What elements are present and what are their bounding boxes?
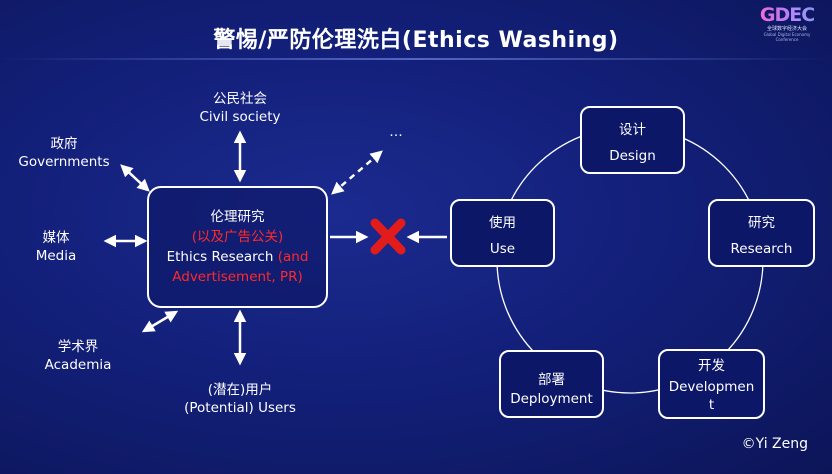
deploy-zh: 部署 <box>538 372 565 388</box>
label-more: … <box>389 124 403 140</box>
research-zh: 研究 <box>748 215 775 231</box>
media-zh: 媒体 <box>42 230 70 246</box>
ethics-en-red-2: Advertisement, PR) <box>172 269 303 285</box>
ethics-title-zh: 伦理研究 <box>210 209 265 225</box>
governments-en: Governments <box>18 154 110 170</box>
arrow-more-dashed <box>331 150 383 195</box>
design-en: Design <box>609 148 656 164</box>
arrow-governments <box>120 164 150 192</box>
label-civil-society: 公民社会 Civil society <box>180 90 300 126</box>
ethics-en-line: Ethics Research (and <box>167 247 309 267</box>
author-credit: ©Yi Zeng <box>741 436 808 452</box>
gdec-logo: GDEC 全球数字经济大会 Global Digital Economy Con… <box>756 4 818 42</box>
ethics-en-red-1: (and <box>277 249 309 265</box>
label-media: 媒体 Media <box>20 229 92 265</box>
cycle-box-research: 研究 Research <box>708 199 815 267</box>
develop-zh: 开发 <box>698 358 725 374</box>
develop-en-2: t <box>708 397 715 413</box>
arrow-academia <box>141 310 179 333</box>
design-zh: 设计 <box>619 122 646 138</box>
label-governments: 政府 Governments <box>8 135 120 171</box>
users-en: (Potential) Users <box>184 400 296 416</box>
label-academia: 学术界 Academia <box>28 338 128 374</box>
governments-zh: 政府 <box>50 136 78 152</box>
develop-en-1: Developmen <box>668 379 755 395</box>
logo-name-en: Global Digital Economy Conference <box>763 32 811 42</box>
ethics-research-box: 伦理研究 (以及广告公关) Ethics Research (and Adver… <box>147 186 328 308</box>
cycle-box-use: 使用 Use <box>450 199 555 267</box>
cycle-box-design: 设计 Design <box>580 106 685 174</box>
title-underline <box>0 58 832 60</box>
ethics-pr-zh: (以及广告公关) <box>191 229 284 245</box>
page-title: 警惕/严防伦理洗白(Ethics Washing) <box>213 28 619 53</box>
media-en: Media <box>35 248 77 264</box>
users-zh: (潜在)用户 <box>207 382 273 398</box>
logo-mark: GDEC <box>756 4 818 26</box>
academia-zh: 学术界 <box>57 339 99 355</box>
label-users: (潜在)用户 (Potential) Users <box>165 381 315 417</box>
use-zh: 使用 <box>489 215 516 231</box>
logo-name-zh: 全球数字经济大会 <box>766 26 807 32</box>
use-en: Use <box>489 241 516 257</box>
cycle-box-development: 开发 Developmen t <box>658 349 765 419</box>
ethics-en: Ethics Research <box>166 249 274 265</box>
research-en: Research <box>730 241 793 257</box>
civil-society-en: Civil society <box>199 109 281 125</box>
civil-society-zh: 公民社会 <box>213 91 267 107</box>
block-x-icon <box>370 218 406 255</box>
academia-en: Academia <box>44 357 112 373</box>
cycle-box-deployment: 部署 Deployment <box>499 350 604 418</box>
deploy-en: Deployment <box>510 391 593 407</box>
